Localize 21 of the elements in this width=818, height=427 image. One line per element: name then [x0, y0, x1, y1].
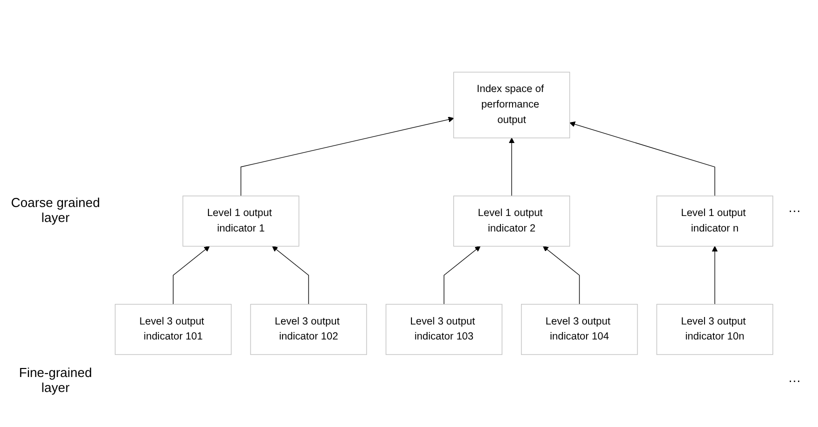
node-box: Level 1 output indicator 1	[182, 196, 300, 247]
ellipsis-mark: …	[788, 370, 801, 385]
node-box: Level 3 output indicator 102	[250, 304, 367, 356]
arrow	[240, 116, 454, 196]
arrow	[542, 246, 580, 305]
node-box: Level 1 output indicator n	[656, 196, 774, 247]
arrow	[272, 246, 309, 305]
arrow	[712, 246, 718, 305]
arrow	[172, 246, 210, 305]
node-box: Level 3 output indicator 103	[386, 304, 502, 356]
arrow	[569, 122, 716, 196]
node-box: Index space of performance output	[453, 72, 570, 138]
layer-label: Fine-grained layer	[18, 365, 93, 395]
arrow	[444, 246, 481, 305]
arrow	[508, 138, 515, 196]
ellipsis-mark: …	[788, 200, 801, 215]
layer-label: Coarse grained layer	[10, 195, 101, 225]
node-box: Level 3 output indicator 10n	[656, 304, 774, 356]
node-box: Level 3 output indicator 104	[521, 304, 638, 356]
node-box: Level 1 output indicator 2	[453, 196, 570, 247]
node-box: Level 3 output indicator 101	[114, 304, 232, 356]
